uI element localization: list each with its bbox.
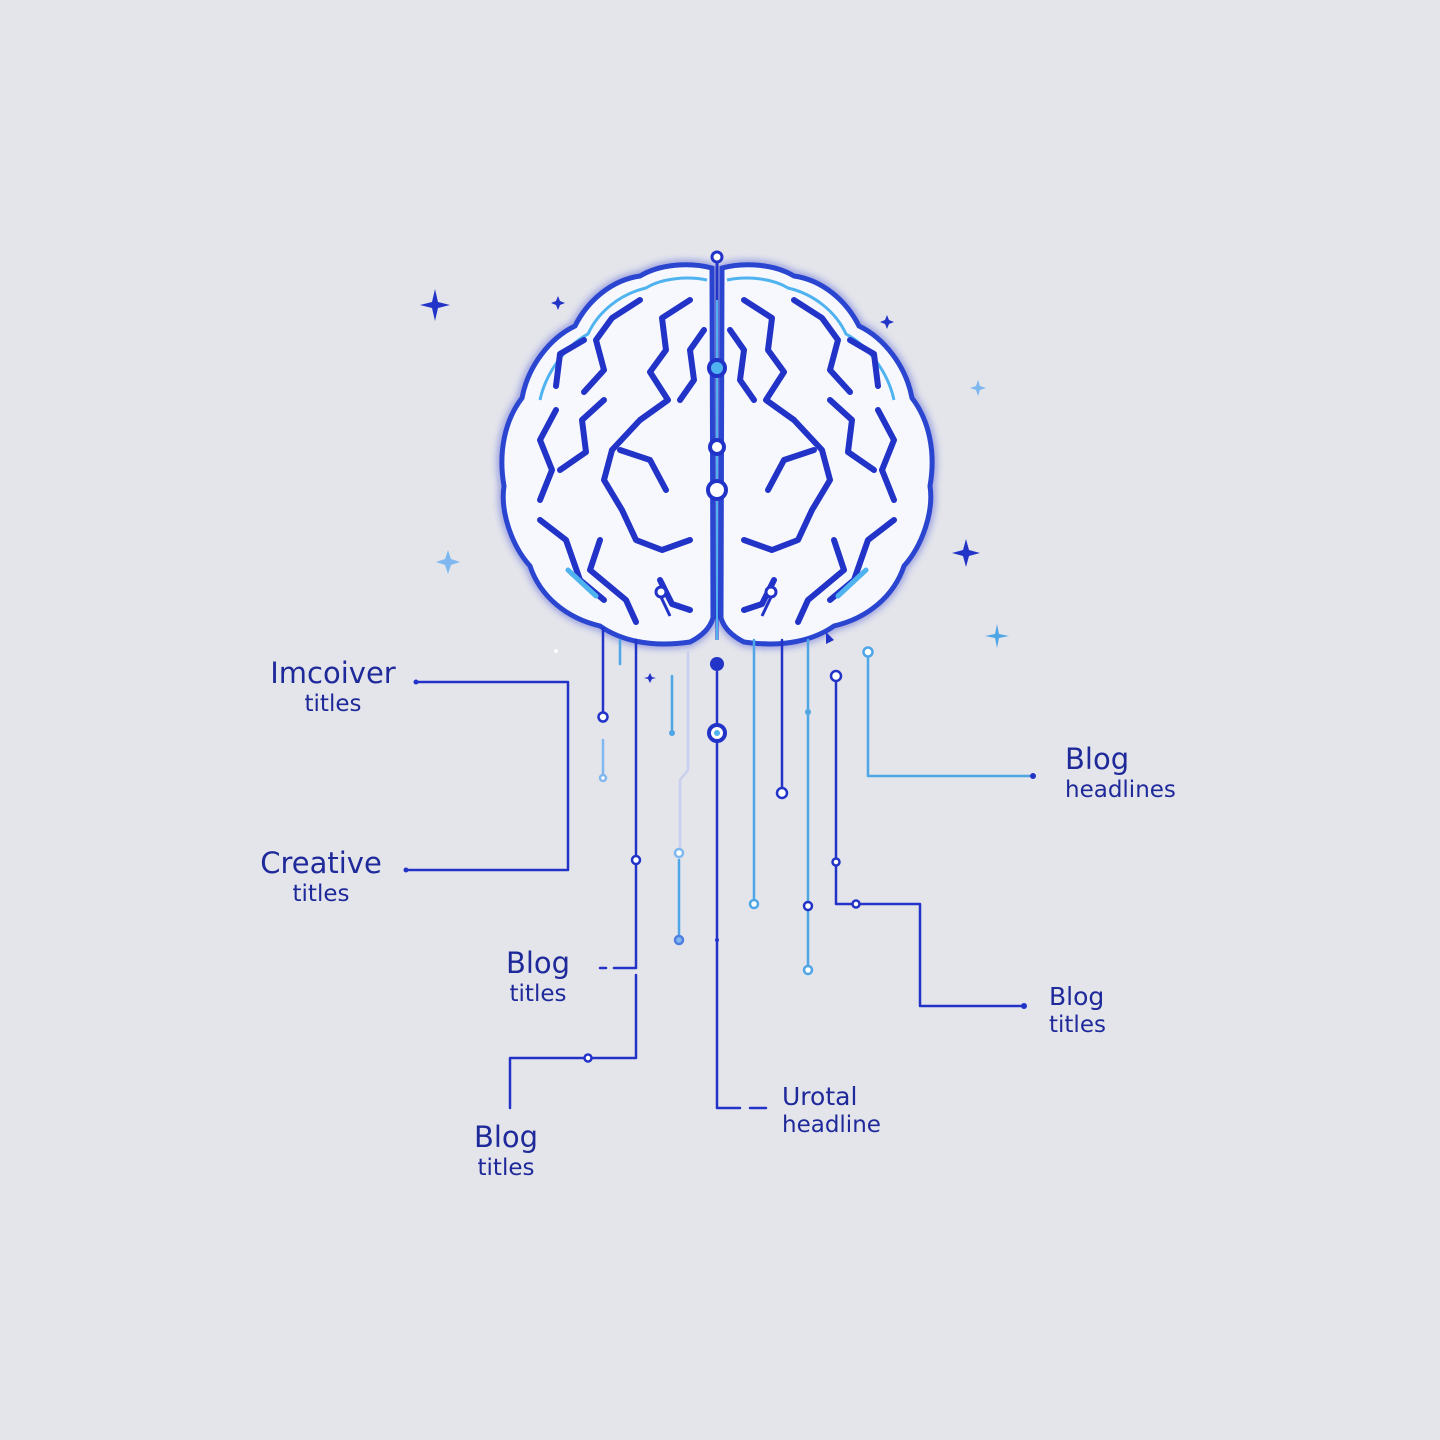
label-blog-headlines: Blog headlines <box>1065 742 1176 804</box>
brain-icon <box>499 250 935 647</box>
sparkle-icon <box>985 624 1009 648</box>
connector-lines <box>406 626 1034 1110</box>
label-blog-titles-bottom-left: Blog titles <box>446 1120 566 1182</box>
label-line-1: Urotal <box>782 1082 858 1111</box>
label-blog-titles-right: Blog titles <box>1049 982 1106 1040</box>
connector-node-icon <box>706 250 728 501</box>
label-blog-titles-mid-left: Blog titles <box>478 946 598 1008</box>
label-line-1: Blog <box>473 1120 539 1154</box>
label-line-1: Blog <box>1049 982 1105 1011</box>
connector-node-icon <box>403 632 1036 1063</box>
label-line-2: titles <box>292 880 350 907</box>
label-line-2: titles <box>477 1154 535 1181</box>
sparkle-icon <box>436 550 460 574</box>
label-line-2: headlines <box>1065 776 1176 803</box>
sparkle-icon <box>551 296 565 310</box>
sparkle-icon <box>970 380 986 396</box>
label-imcoiver-titles: Imcoiver titles <box>258 656 408 718</box>
label-line-1: Blog <box>505 946 571 980</box>
sparkle-icon <box>420 289 450 321</box>
label-creative-titles: Creative titles <box>246 846 396 908</box>
sparkle-icons <box>420 289 1009 683</box>
label-urotal-headline: Urotal headline <box>782 1082 881 1140</box>
label-line-2: titles <box>1049 1012 1106 1038</box>
label-line-2: headline <box>782 1112 881 1138</box>
label-line-1: Imcoiver <box>270 656 396 690</box>
sparkle-icon <box>644 673 656 683</box>
sparkle-icon <box>952 539 980 567</box>
label-line-1: Creative <box>260 846 382 880</box>
label-line-2: titles <box>304 690 362 717</box>
label-line-1: Blog <box>1065 742 1130 776</box>
label-line-2: titles <box>509 980 567 1007</box>
sparkle-icon <box>880 315 894 329</box>
